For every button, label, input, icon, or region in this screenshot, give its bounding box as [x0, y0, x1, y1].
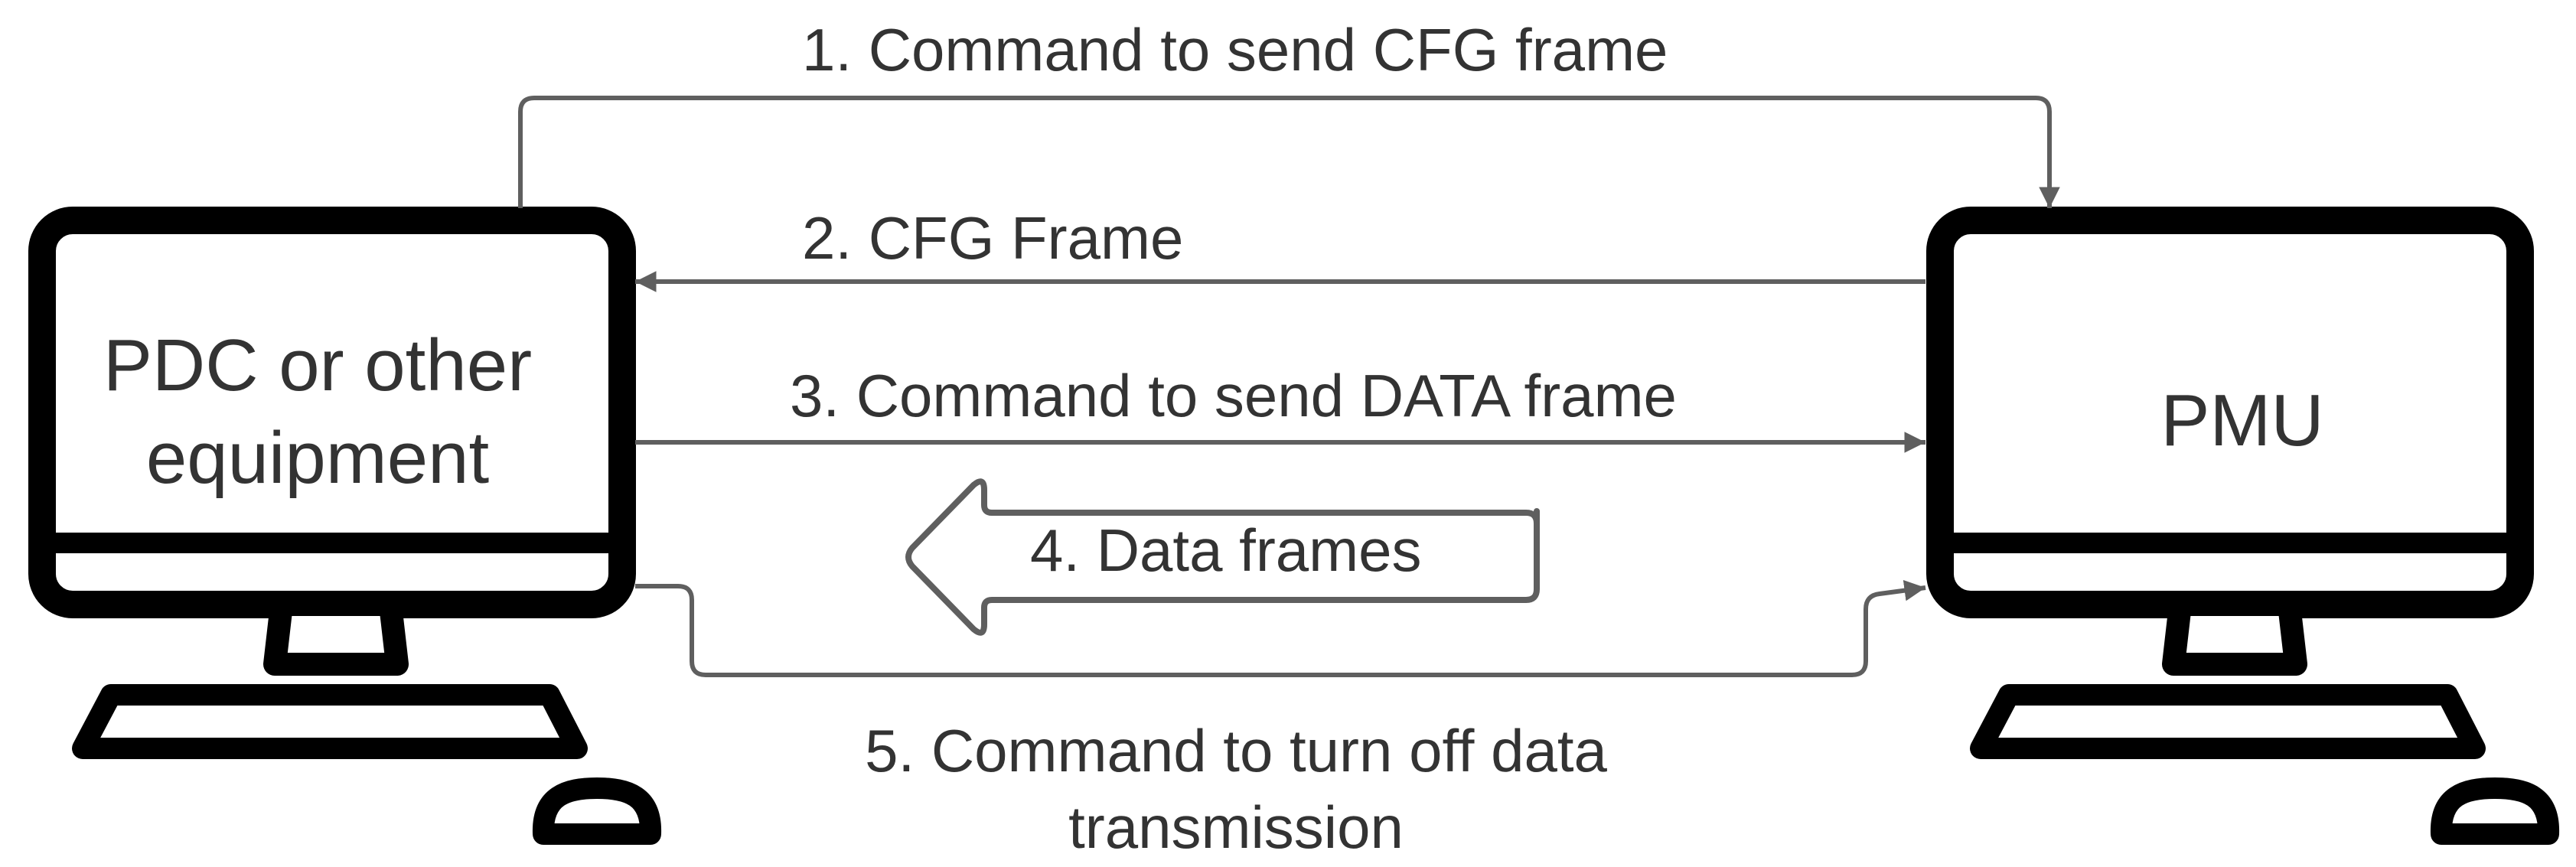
message-1-label: 1. Command to send CFG frame: [802, 16, 1668, 83]
right-node-label: PMU: [2160, 380, 2324, 461]
message-5-label-line1: 5. Command to turn off data: [865, 717, 1607, 784]
left-computer-icon: [28, 207, 662, 845]
arrow-cfg-command: [518, 96, 2060, 208]
message-2-label: 2. CFG Frame: [802, 204, 1184, 272]
left-node-label-line2: equipment: [145, 416, 490, 499]
hollow-left-arrow-icon: [905, 478, 1540, 636]
arrow-stop-command: [635, 579, 1926, 677]
message-4-label: 4. Data frames: [1030, 517, 1422, 584]
message-3-label: 3. Command to send DATA frame: [790, 362, 1677, 429]
message-5-label-line2: transmission: [1068, 793, 1404, 861]
right-computer-icon: [1926, 207, 2560, 845]
message-5-label: 5. Command to turn off data transmission: [765, 713, 1707, 866]
left-node-label: PDC or other equipment: [69, 320, 566, 505]
left-node-label-line1: PDC or other: [103, 324, 533, 406]
